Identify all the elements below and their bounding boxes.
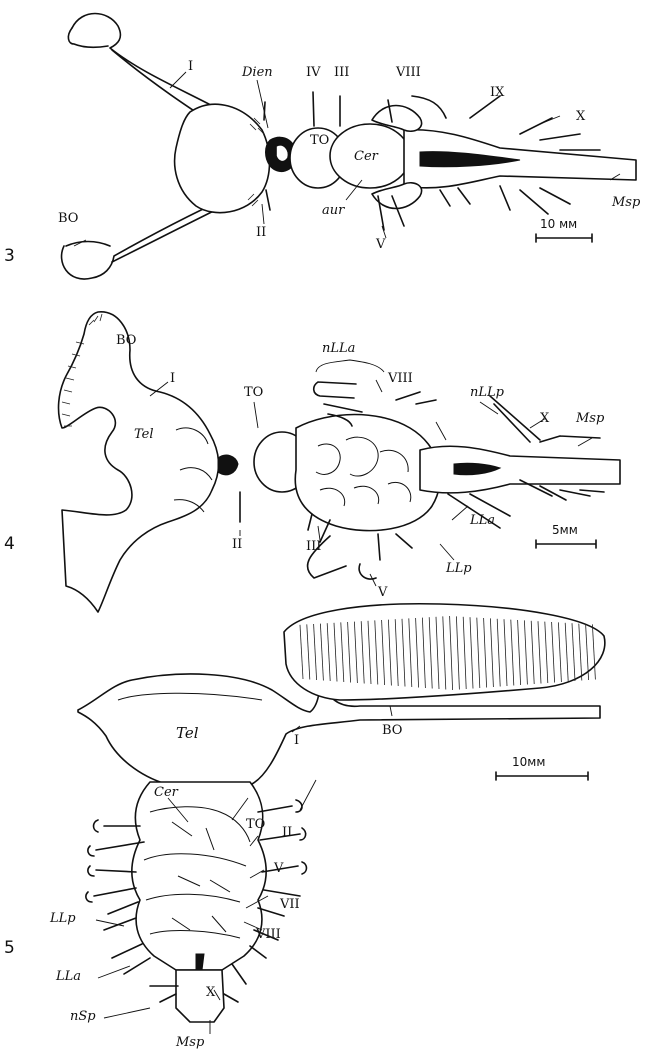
fig4-label-llp: LLp <box>446 561 472 576</box>
fig3-label-VIII: VIII <box>396 65 421 80</box>
striation-line <box>564 622 569 682</box>
fig4-label-nllp: nLLp <box>470 385 504 400</box>
striation-line <box>354 621 358 684</box>
fig4-label-X: X <box>540 411 550 426</box>
fig5-label-VII: VII <box>280 897 300 912</box>
fig3-label-III: III <box>334 65 350 80</box>
figure-5-number: 5 <box>4 938 15 958</box>
striation-line <box>306 624 311 680</box>
striation-line <box>415 617 419 688</box>
fig4-label-BO: BO <box>116 333 137 348</box>
striation-line <box>408 618 413 688</box>
striation-line <box>333 622 338 682</box>
fig5-label-BO: BO <box>382 723 403 738</box>
fig4-label-VIII: VIII <box>388 371 413 386</box>
fig4-label-lla: LLa <box>470 513 496 528</box>
fig5-label-tel: Tel <box>176 724 199 742</box>
striation-line <box>360 621 365 684</box>
striation-line <box>469 617 474 689</box>
striation-line <box>326 623 331 682</box>
fig5-label-msp: Msp <box>176 1035 205 1050</box>
striation-line <box>422 617 426 689</box>
striation-line <box>313 623 317 681</box>
striation-line <box>381 619 385 686</box>
fig3-label-msp: Msp <box>612 195 641 210</box>
striation-line <box>585 623 589 681</box>
striation-line <box>544 621 549 684</box>
striation-line <box>367 620 372 685</box>
fig5-label-I: I <box>294 733 300 748</box>
striation-line <box>578 623 583 681</box>
striation-line <box>551 621 555 683</box>
striation-line <box>428 617 433 689</box>
fig4-label-III: III <box>306 539 322 554</box>
striation-line <box>571 623 576 682</box>
striation-line <box>503 619 508 687</box>
fig4-label-nlla: nLLa <box>322 341 356 356</box>
fig5-label-VIII: VIII <box>256 927 281 942</box>
striation-line <box>558 622 562 683</box>
fig3-label-V: V <box>376 237 386 252</box>
fig3-scale-bar-label: 10 мм <box>540 217 578 231</box>
striation-line <box>496 618 501 687</box>
fig5-label-V: V <box>274 861 284 876</box>
striation-line <box>394 619 399 687</box>
fig3-label-I: I <box>188 59 194 74</box>
figure-4-brain-drawing <box>57 311 621 613</box>
figure-3-brain-drawing <box>60 12 637 280</box>
fig3-label-IV: IV <box>306 65 321 80</box>
striation-line <box>340 622 345 683</box>
fig3-label-aur: aur <box>322 203 345 218</box>
fig4-scale-bar-label: 5мм <box>552 523 578 537</box>
fig3-label-IX: IX <box>490 85 505 100</box>
fig3-label-dien: Dien <box>242 65 273 80</box>
figure-4-number: 4 <box>4 534 15 554</box>
fig5-label-X: X <box>206 985 216 1000</box>
striation-line <box>435 616 440 690</box>
striation-line <box>401 618 406 687</box>
striation-line <box>524 620 528 685</box>
figure-5-brain-drawing <box>77 602 606 1034</box>
striation-line <box>510 619 515 686</box>
fig3-label-X: X <box>576 109 586 124</box>
figure-3-number: 3 <box>4 246 15 266</box>
fig4-label-I: I <box>170 371 176 386</box>
striation-line <box>537 621 542 684</box>
fig5-label-cer: Cer <box>154 785 178 800</box>
fig4-label-TO: TO <box>244 385 264 400</box>
fig5-scale-bar-label: 10мм <box>512 755 546 769</box>
fig4-label-tel: Tel <box>134 427 154 442</box>
striation-line <box>388 619 392 686</box>
striation-line <box>483 617 487 688</box>
striation-line <box>374 620 379 685</box>
striation-line <box>476 617 481 689</box>
fig5-label-TO: TO <box>246 817 266 832</box>
fig5-label-nsp: nSp <box>70 1009 96 1024</box>
fig4-label-V: V <box>378 585 388 600</box>
striation-line <box>462 616 467 690</box>
striation-line <box>530 620 535 685</box>
fig5-label-II: II <box>282 825 293 840</box>
fig3-label-BO: BO <box>58 211 79 226</box>
fig5-label-lla: LLa <box>56 969 82 984</box>
fig3-label-TO: TO <box>310 133 330 148</box>
fig3-label-II: II <box>256 225 267 240</box>
fig3-label-cer: Cer <box>354 149 378 164</box>
striation-line <box>442 616 447 690</box>
striation-line <box>490 618 494 688</box>
striation-line <box>449 615 453 691</box>
olfactory-bulb-striation <box>299 615 596 691</box>
striation-line <box>456 616 460 690</box>
fig4-label-msp: Msp <box>576 411 605 426</box>
striation-line <box>517 619 521 686</box>
fig5-label-llp: LLp <box>50 911 76 926</box>
striation-line <box>347 621 351 683</box>
fig4-label-II: II <box>232 537 243 552</box>
striation-line <box>299 624 304 680</box>
striation-line <box>320 623 324 681</box>
striation-line <box>592 624 596 680</box>
